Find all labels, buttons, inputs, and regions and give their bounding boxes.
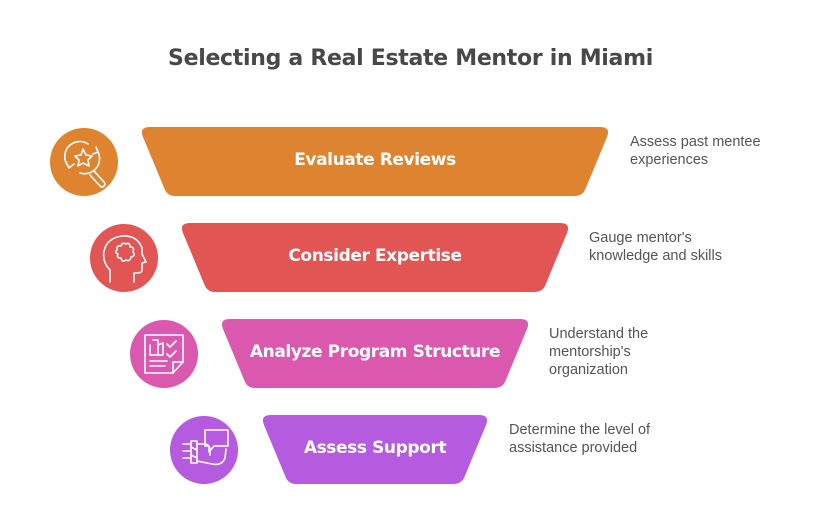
diagram-title: Selecting a Real Estate Mentor in Miami [168, 46, 653, 71]
step-label-consider-expertise: Consider Expertise [288, 246, 462, 266]
step-label-evaluate-reviews: Evaluate Reviews [294, 150, 456, 170]
funnel-segment-4 [262, 415, 488, 484]
step-description-2: Gauge mentor's knowledge and skills [589, 230, 722, 264]
funnel-segment-2 [181, 223, 569, 292]
head-puzzle-icon [90, 224, 158, 292]
funnel-segment-1 [141, 127, 609, 196]
step-description-1: Assess past mentee experiences [630, 134, 761, 168]
step-description-4: Determine the level of assistance provid… [509, 422, 651, 456]
magnifier-star-icon [50, 128, 118, 196]
step-label-assess-support: Assess Support [303, 438, 447, 458]
step-label-analyze-program-structure: Analyze Program Structure [249, 342, 501, 362]
hand-speech-bubble-icon [170, 416, 238, 484]
step-description-3: Understand the mentorship's organization [549, 326, 649, 378]
checklist-document-icon [130, 320, 198, 388]
funnel-segment-3 [221, 319, 529, 388]
